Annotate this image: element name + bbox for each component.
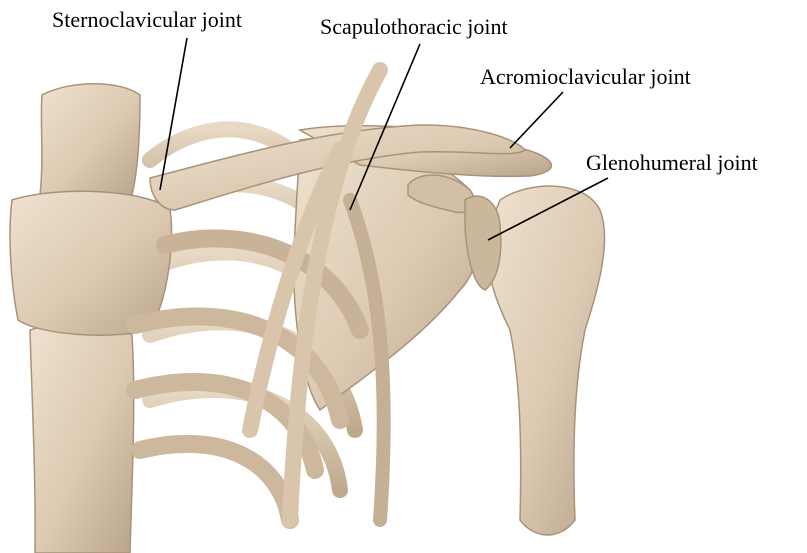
leader-acromioclavicular [510, 92, 563, 148]
spine-lower [30, 323, 134, 553]
spine [40, 84, 140, 195]
humerus [487, 186, 605, 535]
label-scapulothoracic-joint: Scapulothoracic joint [320, 16, 508, 38]
leader-sternoclavicular [160, 38, 187, 190]
label-glenohumeral-joint: Glenohumeral joint [586, 152, 758, 174]
label-sternoclavicular-joint: Sternoclavicular joint [52, 9, 242, 31]
label-acromioclavicular-joint: Acromioclavicular joint [480, 66, 691, 88]
